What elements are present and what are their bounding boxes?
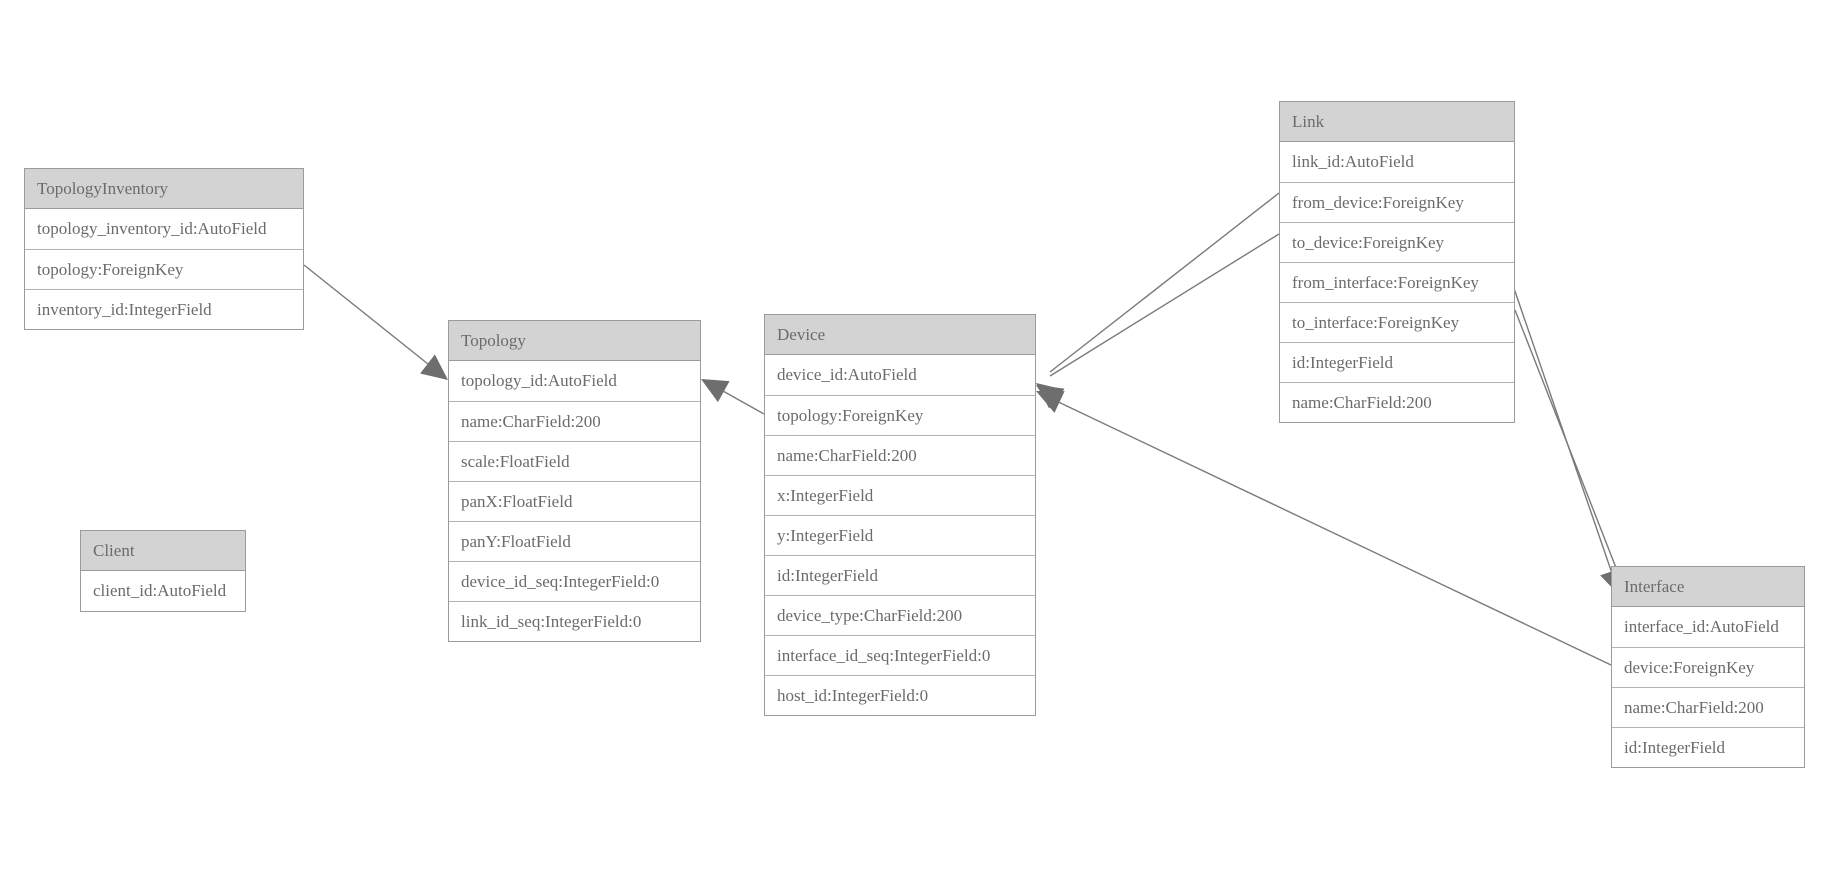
entity-topology-title: Topology: [449, 321, 700, 361]
entity-topology_inventory-field[interactable]: topology_inventory_id:AutoField: [25, 209, 303, 249]
entity-link-field[interactable]: id:IntegerField: [1280, 342, 1514, 382]
entity-device-field[interactable]: x:IntegerField: [765, 475, 1035, 515]
entity-device-field[interactable]: host_id:IntegerField:0: [765, 675, 1035, 715]
entity-topology-field[interactable]: scale:FloatField: [449, 441, 700, 481]
entity-topology-field[interactable]: panX:FloatField: [449, 481, 700, 521]
rel-link-from-device-line: [1049, 192, 1280, 373]
rel-topologyinventory-topology: [303, 264, 448, 380]
entity-link-title: Link: [1280, 102, 1514, 142]
entity-topology-field[interactable]: name:CharField:200: [449, 401, 700, 441]
entity-topology_inventory-title: TopologyInventory: [25, 169, 303, 209]
rel-link-to-interface: [1514, 309, 1629, 597]
entity-device-field[interactable]: interface_id_seq:IntegerField:0: [765, 635, 1035, 675]
rel-link-to-interface-line: [1514, 309, 1623, 584]
entity-device-field[interactable]: name:CharField:200: [765, 435, 1035, 475]
rel-link-from-interface: [1507, 270, 1623, 596]
entity-link-field[interactable]: to_interface:ForeignKey: [1280, 302, 1514, 342]
entity-topology-field[interactable]: topology_id:AutoField: [449, 361, 700, 401]
entity-link-field[interactable]: to_device:ForeignKey: [1280, 222, 1514, 262]
rel-link-from-device: [1036, 192, 1280, 409]
entity-topology_inventory-field[interactable]: topology:ForeignKey: [25, 249, 303, 289]
entity-device-field[interactable]: device_id:AutoField: [765, 355, 1035, 395]
entity-client-title: Client: [81, 531, 245, 571]
entity-device-title: Device: [765, 315, 1035, 355]
entity-device-field[interactable]: topology:ForeignKey: [765, 395, 1035, 435]
entity-interface-title: Interface: [1612, 567, 1804, 607]
entity-interface-field[interactable]: id:IntegerField: [1612, 727, 1804, 767]
rel-device-topology-line: [713, 385, 765, 415]
entity-topology-field[interactable]: link_id_seq:IntegerField:0: [449, 601, 700, 641]
rel-link-to-device-line: [1049, 233, 1280, 377]
entity-topology-field[interactable]: panY:FloatField: [449, 521, 700, 561]
entity-interface-field[interactable]: device:ForeignKey: [1612, 647, 1804, 687]
entity-interface-field[interactable]: interface_id:AutoField: [1612, 607, 1804, 647]
rel-topologyinventory-topology-line: [303, 264, 439, 373]
entity-topology_inventory-field[interactable]: inventory_id:IntegerField: [25, 289, 303, 329]
entity-client-field[interactable]: client_id:AutoField: [81, 571, 245, 611]
entity-interface-field[interactable]: name:CharField:200: [1612, 687, 1804, 727]
entity-topology-field[interactable]: device_id_seq:IntegerField:0: [449, 561, 700, 601]
rel-device-topology: [701, 379, 765, 415]
rel-link-to-device: [1036, 233, 1280, 409]
entity-device-field[interactable]: device_type:CharField:200: [765, 595, 1035, 635]
rel-link-from-interface-line: [1507, 270, 1616, 583]
entity-device-field[interactable]: y:IntegerField: [765, 515, 1035, 555]
entity-device-field[interactable]: id:IntegerField: [765, 555, 1035, 595]
rel-interface-device-line: [1049, 397, 1612, 666]
entity-link-field[interactable]: from_device:ForeignKey: [1280, 182, 1514, 222]
entity-link-field[interactable]: from_interface:ForeignKey: [1280, 262, 1514, 302]
entity-link-field[interactable]: link_id:AutoField: [1280, 142, 1514, 182]
entity-link-field[interactable]: name:CharField:200: [1280, 382, 1514, 422]
